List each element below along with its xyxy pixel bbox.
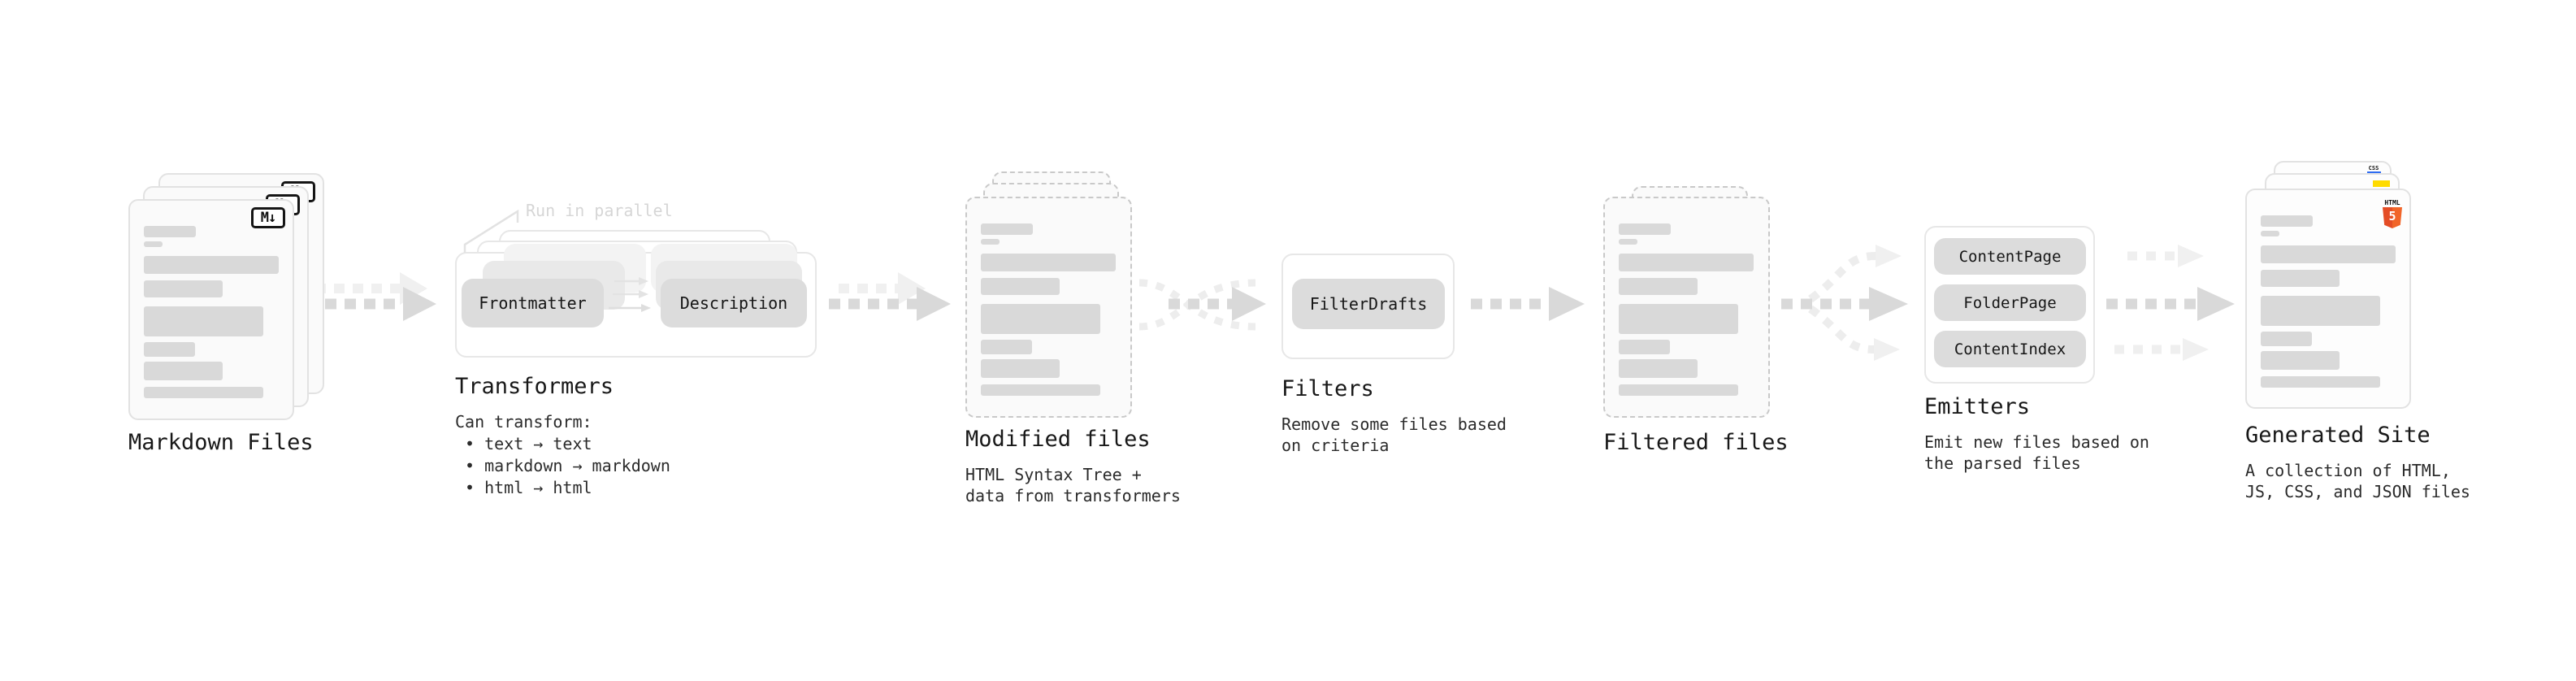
text-line-bar [2261, 351, 2340, 370]
emitter-folder-page-box: FolderPage [1934, 284, 2086, 321]
js-file-icon [2373, 180, 2390, 187]
text-line-bar [1619, 223, 1671, 235]
text-line-bar [981, 304, 1100, 334]
filter-drafts-box: FilterDrafts [1292, 279, 1445, 329]
text-line-bar [981, 384, 1100, 396]
filtered-files-title: Filtered files [1603, 430, 1789, 455]
css-file-icon: CSS [2366, 166, 2382, 174]
text-line-bar [144, 241, 163, 247]
emitters-title: Emitters [1924, 394, 2031, 419]
text-line-bar [1619, 340, 1670, 354]
text-line-bar [2261, 376, 2380, 388]
text-line-bar [2261, 270, 2340, 287]
emitter-content-page-box: ContentPage [1934, 238, 2086, 275]
text-line-bar [2261, 245, 2396, 263]
generated-site-caption: A collection of HTML, [2245, 461, 2451, 480]
html5-icon: HTML 5 [2382, 200, 2403, 228]
text-line-bar [144, 280, 223, 297]
html5-number: 5 [2388, 209, 2396, 223]
text-line-bar [981, 254, 1116, 271]
modified-files-caption: data from transformers [965, 486, 1181, 505]
css-icon-label: CSS [2368, 165, 2379, 171]
markdown-file-card-front: M↓ [128, 199, 294, 420]
run-in-parallel-label: Run in parallel [526, 201, 673, 220]
transformers-caption-bullet: • text → text [465, 434, 592, 453]
text-line-bar [144, 342, 195, 357]
text-line-bar [981, 359, 1060, 378]
text-line-bar [144, 362, 223, 380]
filters-caption: Remove some files based [1281, 414, 1507, 434]
emitters-caption: Emit new files based on [1924, 432, 2149, 452]
transformers-caption-bullet: • html → html [465, 478, 592, 497]
modified-files-title: Modified files [965, 427, 1151, 452]
filters-title: Filters [1281, 376, 1374, 401]
markdown-icon: M↓ [251, 207, 285, 228]
text-line-bar [144, 387, 263, 398]
transformers-caption-bullet: • markdown → markdown [465, 456, 670, 475]
text-line-bar [1619, 254, 1754, 271]
transformers-caption-intro: Can transform: [455, 412, 592, 432]
emitter-content-index-box: ContentIndex [1934, 331, 2086, 367]
filters-caption: on criteria [1281, 436, 1390, 455]
text-line-bar [1619, 304, 1738, 334]
text-line-bar [981, 239, 1000, 245]
text-line-bar [2261, 215, 2313, 227]
html5-shield: 5 [2383, 207, 2402, 228]
text-line-bar [2261, 231, 2279, 236]
text-line-bar [981, 340, 1032, 354]
transformer-frontmatter-box: Frontmatter [462, 279, 604, 327]
css-icon-underline [2366, 171, 2381, 174]
text-line-bar [2261, 296, 2380, 326]
modified-files-caption: HTML Syntax Tree + [965, 465, 1142, 484]
text-line-bar [1619, 239, 1637, 245]
markdown-files-title: Markdown Files [128, 430, 314, 455]
text-line-bar [144, 306, 263, 336]
generated-site-caption: JS, CSS, and JSON files [2245, 482, 2470, 501]
text-line-bar [1619, 359, 1698, 378]
transformers-title: Transformers [455, 374, 614, 399]
text-line-bar [144, 256, 279, 274]
generated-file-card-html: HTML 5 [2245, 189, 2411, 409]
text-line-bar [2261, 332, 2312, 346]
text-line-bar [981, 223, 1033, 235]
text-line-bar [981, 278, 1060, 295]
transformer-description-box: Description [661, 279, 807, 327]
emitters-caption: the parsed files [1924, 453, 2081, 473]
text-line-bar [144, 226, 196, 237]
text-line-bar [1619, 278, 1698, 295]
text-line-bar [1619, 384, 1738, 396]
filtered-file-card-front [1603, 197, 1770, 418]
html5-icon-label: HTML [2384, 199, 2400, 206]
modified-file-card-front [965, 197, 1132, 418]
generated-site-title: Generated Site [2245, 423, 2431, 448]
